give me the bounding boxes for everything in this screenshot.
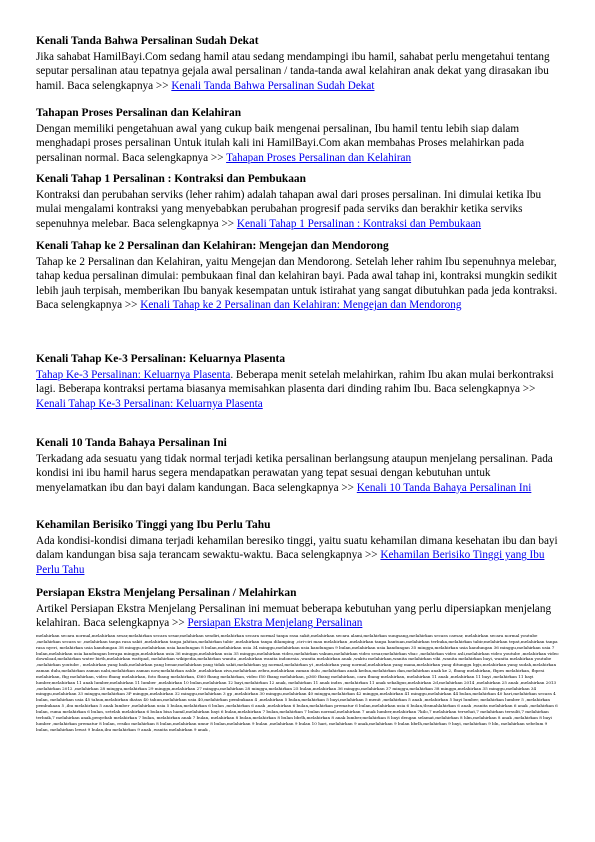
read-more-link[interactable]: Kehamilan Berisiko Tinggi yang Ibu Perlu… [36, 549, 545, 576]
article-section: Kenali Tahap Ke-3 Persalinan: Keluarnya … [36, 352, 561, 411]
article-body: Tahap ke 2 Persalinan dan Kelahiran, yai… [36, 255, 561, 313]
article-text: Jika sahabat HamilBayi.Com sedang hamil … [36, 51, 550, 92]
article-body: Jika sahabat HamilBayi.Com sedang hamil … [36, 50, 561, 93]
article-title: Kenali Tanda Bahwa Persalinan Sudah Deka… [36, 35, 259, 47]
read-more-link[interactable]: Persiapan Ekstra Menjelang Persalinan [187, 617, 363, 630]
read-more-link[interactable]: Kenali Tahap 1 Persalinan : Kontraksi da… [236, 217, 482, 230]
keyword-footer: melahirkan secara normal,melahirkan sesa… [36, 633, 559, 732]
read-more-link[interactable]: Kenali Tahap ke 2 Persalinan dan Kelahir… [140, 299, 462, 312]
article-body: Ada kondisi-kondisi dimana terjadi keham… [36, 534, 561, 577]
article-body: Tahap Ke-3 Persalinan: Keluarnya Plasent… [36, 368, 561, 411]
article-section: Kenali Tahap ke 2 Persalinan dan Kelahir… [36, 239, 561, 313]
article-text: Tahap ke 2 Persalinan dan Kelahiran, yai… [36, 256, 558, 312]
article-text: Terkadang ada sesuatu yang tidak normal … [36, 453, 553, 494]
article-text: Kontraksi dan perubahan serviks (leher r… [36, 189, 542, 230]
article-section: Kenali Tanda Bahwa Persalinan Sudah Deka… [36, 34, 561, 93]
read-more-link[interactable]: Kenali 10 Tanda Bahaya Persalinan Ini [356, 481, 532, 494]
article-section: Persiapan Ekstra Menjelang Persalinan / … [36, 586, 561, 631]
article-body: Kontraksi dan perubahan serviks (leher r… [36, 188, 561, 231]
article-title: Kenali Tahap 1 Persalinan : Kontraksi da… [36, 173, 306, 185]
lead-link[interactable]: Tahap Ke-3 Persalinan: Keluarnya Plasent… [36, 369, 231, 381]
article-body: Terkadang ada sesuatu yang tidak normal … [36, 452, 561, 495]
article-text: Ada kondisi-kondisi dimana terjadi keham… [36, 535, 558, 562]
article-title: Kenali Tahap Ke-3 Persalinan: Keluarnya … [36, 353, 286, 365]
article-title: Kenali Tahap ke 2 Persalinan dan Kelahir… [36, 240, 389, 252]
article-body: Dengan memiliki pengetahuan awal yang cu… [36, 122, 561, 165]
article-section: Tahapan Proses Persalinan dan Kelahiran … [36, 106, 561, 165]
article-section: Kehamilan Berisiko Tinggi yang Ibu Perlu… [36, 518, 561, 577]
article-title: Kehamilan Berisiko Tinggi yang Ibu Perlu… [36, 519, 271, 531]
read-more-link[interactable]: Kenali Tanda Bahwa Persalinan Sudah Deka… [171, 79, 375, 92]
article-text: Dengan memiliki pengetahuan awal yang cu… [36, 123, 525, 164]
article-title: Tahapan Proses Persalinan dan Kelahiran [36, 107, 242, 119]
article-section: Kenali Tahap 1 Persalinan : Kontraksi da… [36, 172, 561, 231]
article-title: Kenali 10 Tanda Bahaya Persalinan Ini [36, 437, 227, 449]
article-section: Kenali 10 Tanda Bahaya Persalinan Ini Te… [36, 436, 561, 495]
read-more-link[interactable]: Tahapan Proses Persalinan dan Kelahiran [226, 151, 412, 164]
article-title: Persiapan Ekstra Menjelang Persalinan / … [36, 587, 297, 599]
read-more-link[interactable]: Kenali Tahap Ke-3 Persalinan: Keluarnya … [36, 397, 263, 410]
article-text: Artikel Persiapan Ekstra Menjelang Persa… [36, 603, 552, 630]
article-text: . Beberapa menit setelah melahirkan, rah… [36, 369, 554, 396]
article-body: Artikel Persiapan Ekstra Menjelang Persa… [36, 602, 561, 631]
